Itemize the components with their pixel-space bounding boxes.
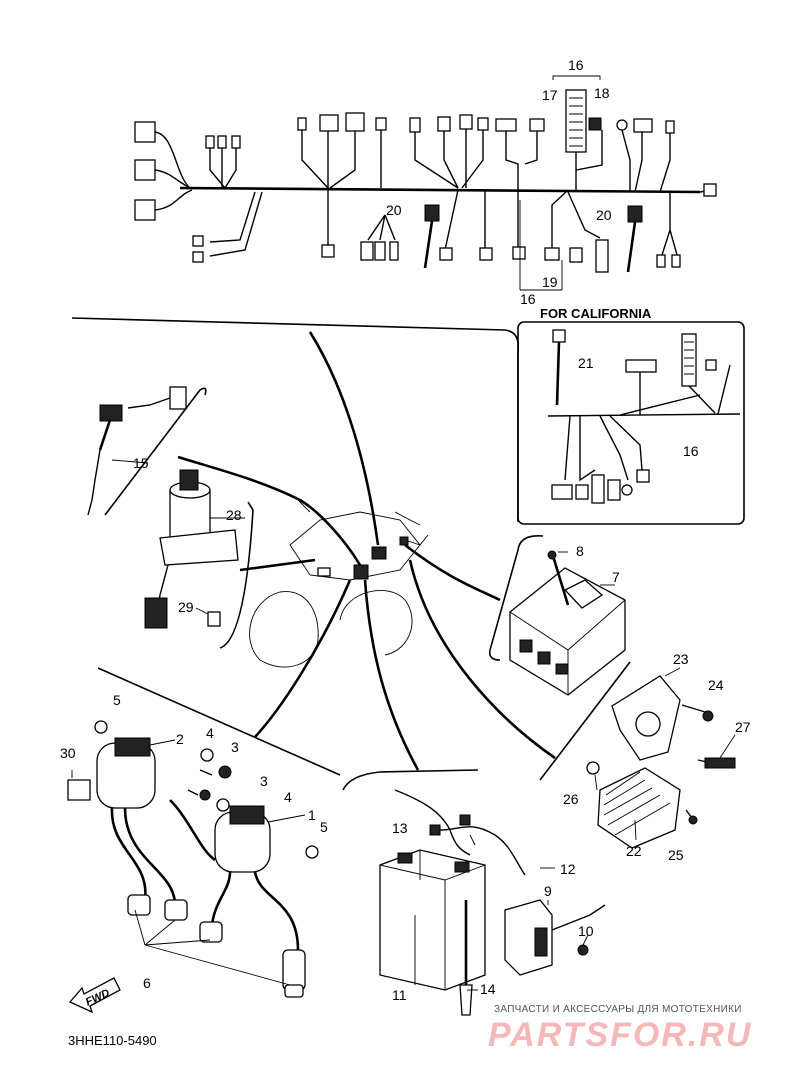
fwd-label: FWD xyxy=(84,987,112,1008)
part-number-30: 30 xyxy=(60,745,76,761)
part-number-5-top: 5 xyxy=(113,692,121,708)
regulator-assembly xyxy=(586,667,736,849)
part-number-2: 2 xyxy=(176,731,184,747)
part-number-22: 22 xyxy=(626,843,642,859)
part-number-6: 6 xyxy=(143,975,151,991)
part-number-19: 19 xyxy=(542,274,558,290)
harness-routing xyxy=(177,331,556,771)
motorcycle-silhouette xyxy=(249,499,429,668)
part-number-18: 18 xyxy=(594,85,610,101)
diagram-code: 3HHE110-5490 xyxy=(68,1033,157,1048)
part-number-3-top: 3 xyxy=(231,739,239,755)
main-switch-lead xyxy=(87,386,187,516)
part-number-10: 10 xyxy=(578,923,594,939)
part-number-17: 17 xyxy=(542,87,558,103)
part-number-11: 11 xyxy=(392,987,407,1003)
part-number-16-california: 16 xyxy=(683,443,699,459)
part-number-20-right: 20 xyxy=(596,207,612,223)
part-number-29: 29 xyxy=(178,599,194,615)
part-number-25: 25 xyxy=(668,847,684,863)
part-number-8: 8 xyxy=(576,543,584,559)
part-number-9: 9 xyxy=(544,883,552,899)
wire-harness xyxy=(134,75,717,291)
part-number-1: 1 xyxy=(308,807,316,823)
part-number-16-bottom: 16 xyxy=(520,291,536,307)
part-number-20-left: 20 xyxy=(386,202,402,218)
fwd-arrow-icon xyxy=(68,977,121,1014)
part-number-4-bottom: 4 xyxy=(284,789,292,805)
part-number-4-top: 4 xyxy=(206,725,214,741)
ignition-coils xyxy=(67,720,319,998)
part-number-26: 26 xyxy=(563,791,579,807)
ignition-switch xyxy=(144,469,245,629)
part-number-23: 23 xyxy=(673,651,689,667)
watermark: ЗАПЧАСТИ И АКСЕССУАРЫ ДЛЯ МОТОТЕХНИКИ PA… xyxy=(488,1004,752,1054)
cdi-unit xyxy=(509,550,626,696)
part-number-13: 13 xyxy=(392,820,408,836)
watermark-brand: PARTSFOR.RU xyxy=(488,1016,752,1054)
battery-assembly xyxy=(379,789,606,1016)
part-number-14: 14 xyxy=(480,981,496,997)
part-number-16-top: 16 xyxy=(568,57,584,73)
part-number-28: 28 xyxy=(226,507,242,523)
part-number-15: 15 xyxy=(133,455,149,471)
part-number-7: 7 xyxy=(612,569,620,585)
region-boundaries xyxy=(71,317,631,791)
part-number-24: 24 xyxy=(708,677,724,693)
part-number-labels: 16 17 18 20 20 19 16 21 16 15 28 29 8 7 … xyxy=(60,57,751,1003)
for-california-label: FOR CALIFORNIA xyxy=(540,306,652,321)
part-number-3-bottom: 3 xyxy=(260,773,268,789)
part-number-12: 12 xyxy=(560,861,576,877)
part-number-21: 21 xyxy=(578,355,594,371)
part-number-27: 27 xyxy=(735,719,751,735)
california-inset xyxy=(517,321,745,525)
watermark-caption: ЗАПЧАСТИ И АКСЕССУАРЫ ДЛЯ МОТОТЕХНИКИ xyxy=(494,1004,742,1015)
part-number-5-bottom: 5 xyxy=(320,819,328,835)
